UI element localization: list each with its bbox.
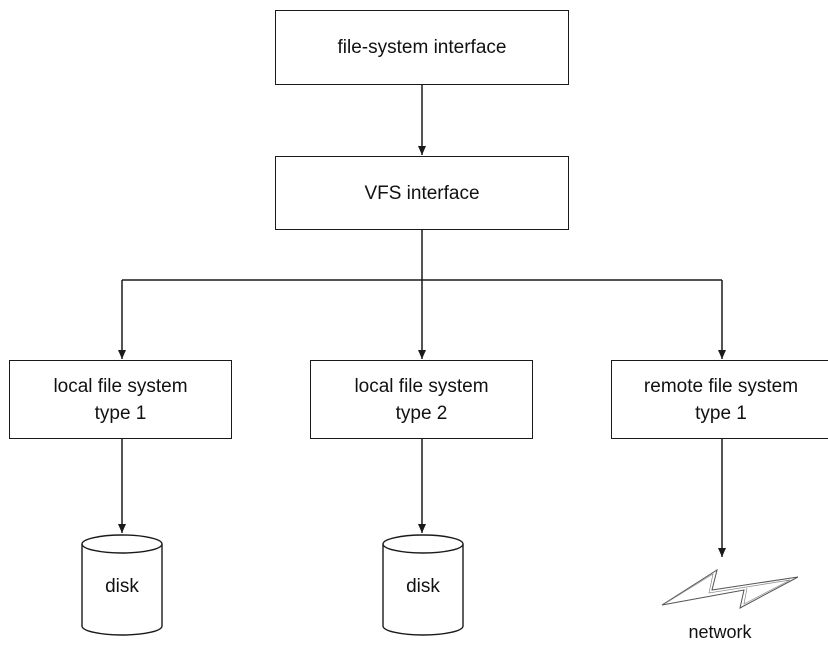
- remote-fs-1-label-line1: remote file system: [643, 375, 799, 397]
- network-label: network: [688, 622, 752, 642]
- file-system-interface-label: file-system interface: [337, 37, 507, 58]
- vfs-interface-label: VFS interface: [364, 182, 480, 204]
- network-lightning-icon: [661, 568, 799, 609]
- local-fs-1-label-line1: local file system: [53, 375, 188, 397]
- local-fs-2-label-line1: local file system: [354, 375, 489, 397]
- disk-icon-1: [81, 534, 163, 636]
- vfs-interface-box: VFS interface: [275, 156, 569, 230]
- local-file-system-type-1-box: local file system type 1: [9, 360, 232, 439]
- remote-file-system-type-1-box: remote file system type 1: [611, 360, 828, 439]
- disk-icon-2: [382, 534, 464, 636]
- file-system-interface-box: file-system interface: [275, 10, 569, 85]
- local-fs-2-label-line2: type 2: [395, 402, 448, 424]
- remote-fs-1-label-line2: type 1: [695, 402, 747, 424]
- disk-1-label: disk: [105, 576, 139, 597]
- local-file-system-type-2-box: local file system type 2: [310, 360, 533, 439]
- local-fs-1-label-line2: type 1: [94, 402, 147, 424]
- disk-2-label: disk: [406, 576, 440, 597]
